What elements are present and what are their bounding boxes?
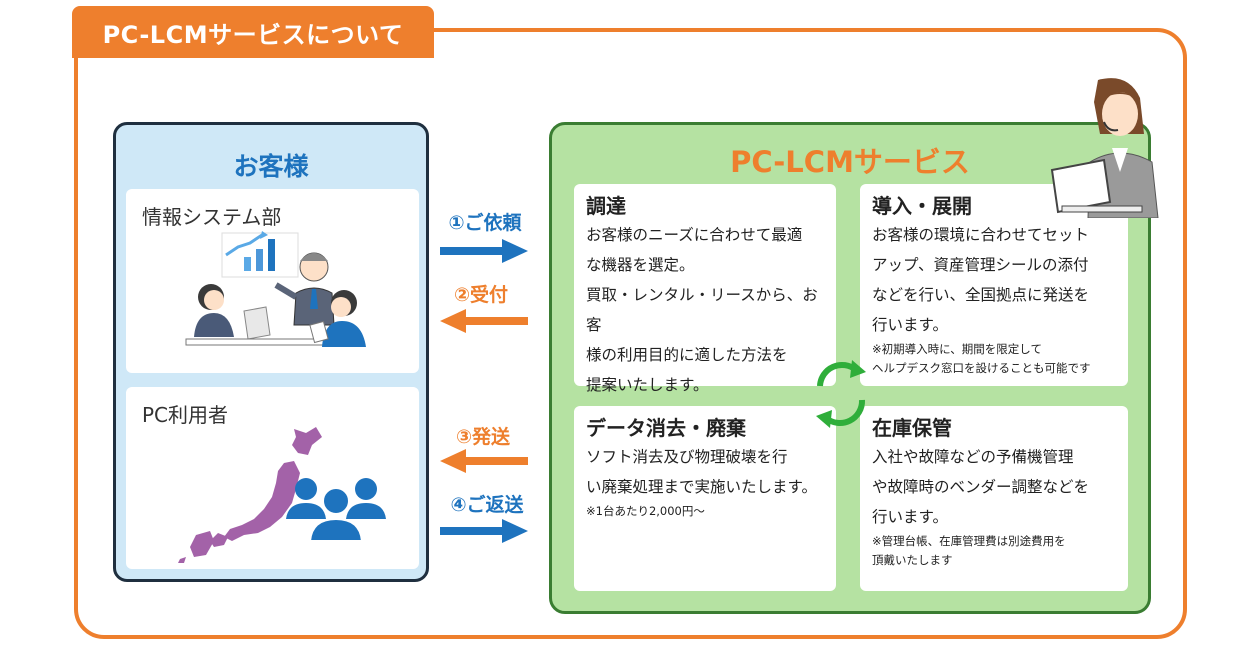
procurement-line: お客様のニーズに合わせて最適 [586, 226, 803, 244]
deployment-line: お客様の環境に合わせてセット [872, 226, 1090, 244]
deployment-heading: 導入・展開 [872, 194, 972, 218]
storage-card: 在庫保管 入社や故障などの予備機管理 や故障時のベンダー調整などを 行います。 … [860, 406, 1128, 591]
storage-line: や故障時のベンダー調整などを [872, 478, 1090, 496]
erasure-heading: データ消去・廃棄 [586, 416, 746, 440]
deployment-line: 行います。 [872, 316, 948, 334]
storage-note: ※管理台帳、在庫管理費は別途費用を 頂戴いたします [872, 532, 1116, 570]
deployment-body: お客様の環境に合わせてセット アップ、資産管理シールの添付 などを行い、全国拠点… [872, 220, 1116, 340]
erasure-body: ソフト消去及び物理破壊を行 い廃棄処理まで実施いたします。 [586, 442, 824, 502]
procurement-line: 提案いたします。 [586, 376, 709, 394]
deployment-note-line: ※初期導入時に、期間を限定して [872, 342, 1042, 356]
deployment-line: アップ、資産管理シールの添付 [872, 256, 1089, 274]
deployment-card: 導入・展開 お客様の環境に合わせてセット アップ、資産管理シールの添付 などを行… [860, 184, 1128, 386]
deployment-note-line: ヘルプデスク窓口を設けることも可能です [872, 361, 1091, 375]
arrow-left-icon [440, 309, 528, 333]
erasure-note: ※1台あたり2,000円～ [586, 502, 824, 521]
storage-line: 行います。 [872, 508, 948, 526]
helpdesk-operator-icon [1050, 78, 1159, 218]
procurement-line: な機器を選定。 [586, 256, 695, 274]
erasure-card: データ消去・廃棄 ソフト消去及び物理破壊を行 い廃棄処理まで実施いたします。 ※… [574, 406, 836, 591]
it-department-label: 情報システム部 [142, 205, 282, 229]
erasure-line: ソフト消去及び物理破壊を行 [586, 448, 788, 466]
flow-step3-label: ③発送 [455, 426, 511, 448]
service-title: PC-LCMサービス [730, 145, 970, 179]
procurement-card: 調達 お客様のニーズに合わせて最適 な機器を選定。 買取・レンタル・リースから、… [574, 184, 836, 394]
storage-note-line: 頂戴いたします [872, 553, 953, 567]
erasure-line: い廃棄処理まで実施いたします。 [586, 478, 817, 496]
japan-map-icon [178, 427, 322, 563]
procurement-body: お客様のニーズに合わせて最適 な機器を選定。 買取・レンタル・リースから、お客 … [586, 220, 824, 400]
flow-step4-label: ④ご返送 [450, 494, 524, 516]
recycle-arrows-icon [816, 360, 866, 428]
flow-step1-label: ①ご依頼 [448, 212, 522, 234]
arrow-right-icon [440, 519, 528, 543]
procurement-heading: 調達 [586, 194, 626, 218]
user-group-icon [286, 478, 386, 542]
pc-users-card: PC利用者 [126, 387, 419, 569]
arrow-left-icon [440, 449, 528, 473]
page-title: PC-LCMサービスについて [72, 6, 434, 58]
storage-line: 入社や故障などの予備機管理 [872, 448, 1074, 466]
deployment-line: などを行い、全国拠点に発送を [872, 286, 1090, 304]
arrow-right-icon [440, 239, 528, 263]
deployment-note: ※初期導入時に、期間を限定して ヘルプデスク窓口を設けることも可能です [872, 340, 1116, 378]
pc-users-label: PC利用者 [142, 403, 229, 427]
it-department-card: 情報システム部 [126, 189, 419, 373]
storage-note-line: ※管理台帳、在庫管理費は別途費用を [872, 534, 1066, 548]
storage-body: 入社や故障などの予備機管理 や故障時のベンダー調整などを 行います。 [872, 442, 1116, 532]
storage-heading: 在庫保管 [872, 416, 952, 440]
meeting-people-icon [185, 231, 366, 347]
procurement-line: 買取・レンタル・リースから、お客 [586, 286, 818, 334]
flow-step2-label: ②受付 [453, 284, 509, 306]
procurement-line: 様の利用目的に適した方法を [586, 346, 788, 364]
erasure-note-line: ※1台あたり2,000円～ [586, 504, 705, 518]
customer-title: お客様 [233, 152, 309, 181]
customer-panel: お客様 情報システム部 [113, 122, 429, 582]
